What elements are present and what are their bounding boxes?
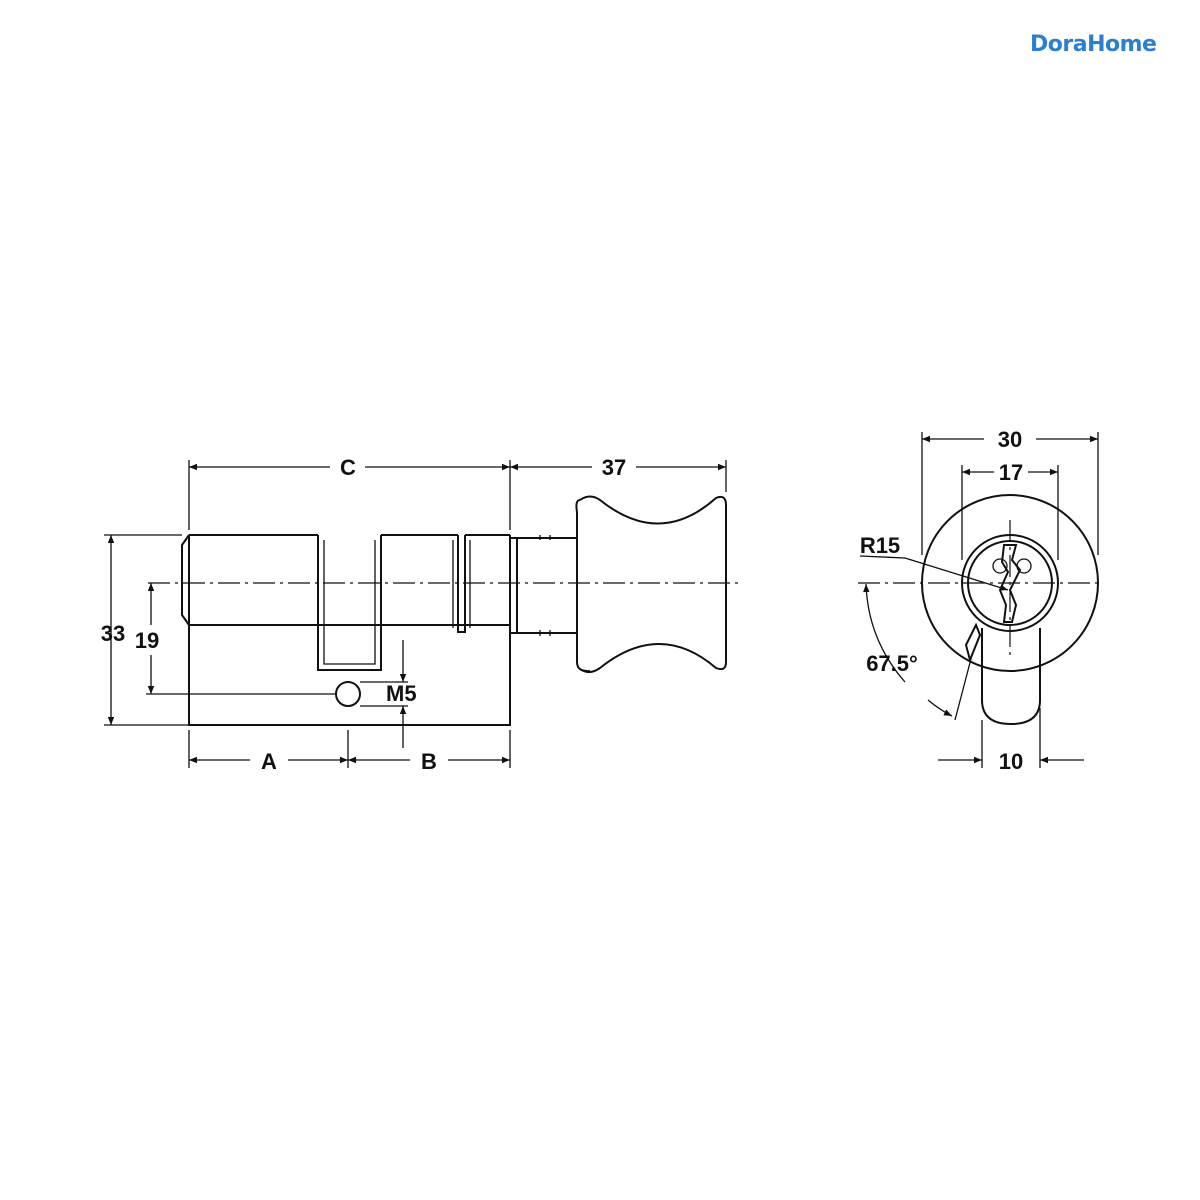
dimension-inner: 17: [961, 460, 1059, 560]
dimension-a-b: A B: [188, 730, 511, 774]
cylinder-profile: [961, 534, 1059, 632]
dimension-height: 33: [101, 534, 189, 726]
dimension-width: 30: [921, 427, 1099, 555]
dimension-angle: 67.5°: [863, 583, 953, 717]
dimension-screw: M5: [360, 640, 417, 748]
rosette: [921, 494, 1099, 672]
label-knob-length: 37: [602, 455, 626, 480]
label-width: 30: [998, 427, 1022, 452]
front-view: 30 17 R15 67.5° 10: [858, 427, 1099, 774]
dimension-c: C: [188, 455, 511, 530]
label-center-height: 19: [135, 628, 159, 653]
keyway: [998, 544, 1022, 623]
label-angle: 67.5°: [866, 651, 918, 676]
dimension-radius: R15: [860, 533, 1009, 591]
cylinder-body: [181, 534, 511, 726]
side-view: C 37 33 19 M5: [101, 455, 740, 774]
cam: [981, 628, 1041, 726]
label-screw: M5: [386, 681, 417, 706]
dimension-knob-length: 37: [510, 455, 727, 492]
cam-rotated: [964, 622, 982, 664]
label-c: C: [340, 455, 356, 480]
label-cam-width: 10: [999, 749, 1023, 774]
knob-shaft: [510, 535, 578, 636]
plug: [967, 540, 1053, 626]
label-radius: R15: [860, 533, 900, 558]
screw-hole: [335, 681, 361, 707]
label-b: B: [421, 749, 437, 774]
label-height: 33: [101, 621, 125, 646]
turn-knob: [575, 495, 727, 674]
dimension-center-height: 19: [135, 583, 336, 695]
brand-logo: DoraHome: [1030, 32, 1157, 57]
label-a: A: [261, 749, 277, 774]
label-inner: 17: [999, 460, 1023, 485]
dimension-cam-width: 10: [938, 708, 1084, 774]
